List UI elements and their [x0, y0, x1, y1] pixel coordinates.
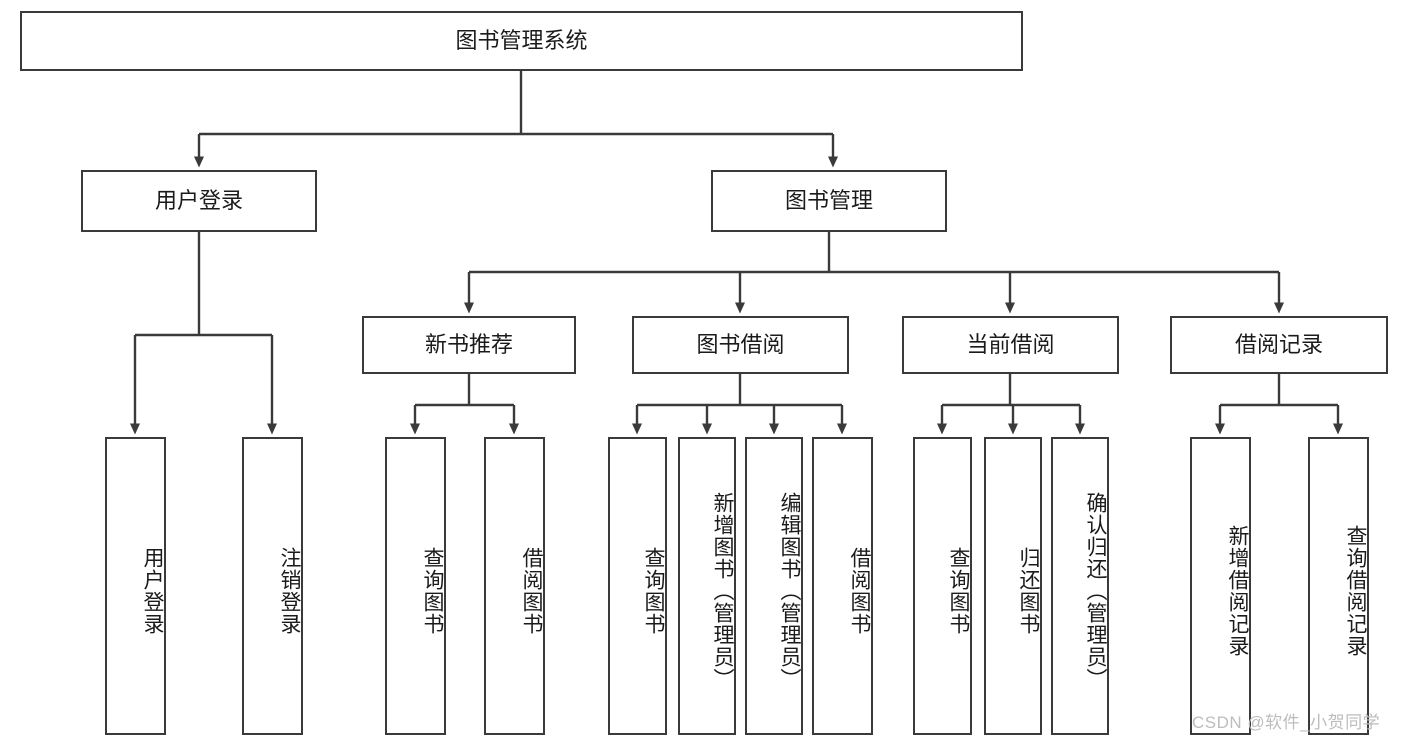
- csdn-watermark: CSDN @软件_小贺同学: [1192, 713, 1381, 732]
- node-user-login-label: 用户登录: [154, 188, 243, 214]
- node-leaf-query-book-2[interactable]: 查询图书: [608, 437, 667, 735]
- node-leaf-query-book-3-label: 查询图书: [947, 547, 970, 635]
- node-leaf-confirm-return[interactable]: 确认归还（管理员）: [1051, 437, 1109, 735]
- node-leaf-confirm-return-label: 确认归还（管理员）: [1084, 492, 1107, 690]
- node-leaf-query-borrow-record-label: 查询借阅记录: [1344, 525, 1367, 657]
- node-leaf-borrow-book-2[interactable]: 借阅图书: [812, 437, 873, 735]
- node-borrow-record-label: 借阅记录: [1234, 332, 1323, 358]
- node-leaf-query-book-2-label: 查询图书: [642, 547, 665, 635]
- node-leaf-edit-book-label: 编辑图书（管理员）: [778, 492, 801, 690]
- node-leaf-user-login[interactable]: 用户登录: [105, 437, 166, 735]
- node-root-label: 图书管理系统: [455, 28, 588, 54]
- node-leaf-add-borrow-record-label: 新增借阅记录: [1226, 525, 1249, 657]
- node-new-book-recommend-label: 新书推荐: [424, 332, 513, 358]
- node-leaf-query-book-3[interactable]: 查询图书: [913, 437, 972, 735]
- node-leaf-query-book-1-label: 查询图书: [421, 547, 444, 635]
- node-leaf-add-book[interactable]: 新增图书（管理员）: [678, 437, 736, 735]
- node-current-borrow[interactable]: 当前借阅: [902, 316, 1119, 374]
- node-leaf-return-book-label: 归还图书: [1017, 547, 1040, 635]
- node-book-borrow[interactable]: 图书借阅: [632, 316, 849, 374]
- node-leaf-return-book[interactable]: 归还图书: [984, 437, 1042, 735]
- node-root-title[interactable]: 图书管理系统: [20, 11, 1023, 71]
- node-user-login[interactable]: 用户登录: [81, 170, 317, 232]
- node-leaf-borrow-book-2-label: 借阅图书: [848, 547, 871, 635]
- node-leaf-logout-login[interactable]: 注销登录: [242, 437, 303, 735]
- node-leaf-borrow-book-1-label: 借阅图书: [520, 547, 543, 635]
- node-leaf-add-borrow-record[interactable]: 新增借阅记录: [1190, 437, 1251, 735]
- node-leaf-logout-login-label: 注销登录: [278, 547, 301, 635]
- node-book-borrow-label: 图书借阅: [696, 332, 785, 358]
- node-leaf-query-borrow-record[interactable]: 查询借阅记录: [1308, 437, 1369, 735]
- node-leaf-user-login-label: 用户登录: [141, 547, 164, 635]
- node-book-manage-label: 图书管理: [784, 188, 873, 214]
- node-book-manage[interactable]: 图书管理: [711, 170, 947, 232]
- node-new-book-recommend[interactable]: 新书推荐: [362, 316, 576, 374]
- node-leaf-query-book-1[interactable]: 查询图书: [385, 437, 446, 735]
- tree-connectors: [130, 71, 1343, 435]
- node-current-borrow-label: 当前借阅: [966, 332, 1055, 358]
- node-leaf-add-book-label: 新增图书（管理员）: [711, 492, 734, 690]
- node-leaf-borrow-book-1[interactable]: 借阅图书: [484, 437, 545, 735]
- node-leaf-edit-book[interactable]: 编辑图书（管理员）: [745, 437, 803, 735]
- node-borrow-record[interactable]: 借阅记录: [1170, 316, 1388, 374]
